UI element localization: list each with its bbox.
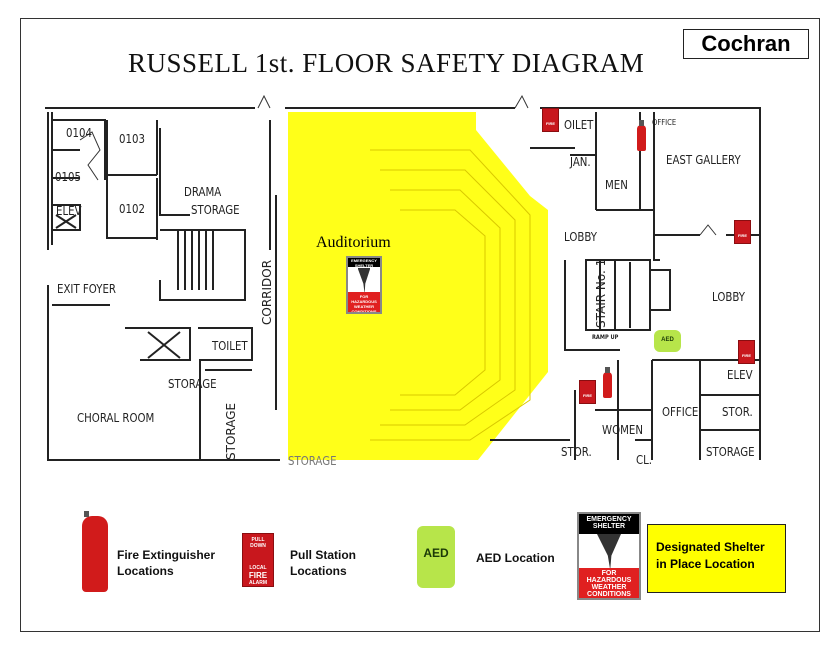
room-label-0104: 0104 [66, 126, 92, 140]
room-label-janitor: JAN. [570, 155, 591, 169]
room-label-toilet: TOILET [212, 339, 248, 353]
fire-extinguisher-icon [637, 120, 646, 151]
legend-aed-icon: AED [417, 526, 455, 588]
room-label-0103: 0103 [119, 132, 145, 146]
walls [45, 107, 761, 461]
room-label-office: OFFICE [662, 405, 699, 419]
room-label-lobby-east: LOBBY [712, 290, 746, 304]
room-label-exit-foyer: EXIT FOYER [57, 282, 117, 296]
room-label-drama: DRAMA [184, 185, 222, 199]
room-label-men: MEN [605, 178, 628, 192]
legend-shelter-sign-icon: EMERGENCY SHELTER FOR HAZARDOUS WEATHER … [577, 512, 641, 600]
shelter-area [288, 112, 548, 460]
room-label-storage-auditorium: STORAGE [288, 454, 337, 468]
room-label-women: WOMEN [602, 423, 643, 437]
aed-icon: AED [654, 330, 681, 352]
room-label-east-gallery: EAST GALLERY [666, 153, 741, 167]
auditorium-seating [370, 149, 531, 441]
room-label-0105: 0105 [55, 170, 81, 184]
room-label-ramp-up: RAMP UP [592, 334, 619, 341]
pull-station-icon: FIRE [738, 340, 755, 364]
legend-pull-station-icon: PULL DOWN LOCAL FIRE ALARM [242, 533, 274, 587]
page-frame [20, 18, 820, 632]
room-label-stor-east: STOR. [722, 405, 753, 419]
room-label-office-north: OFFICE [652, 118, 677, 127]
legend-extinguisher-label: Fire Extinguisher Locations [117, 548, 216, 578]
pull-station-local-text: LOCAL [249, 565, 267, 571]
auditorium-label: Auditorium [316, 234, 391, 251]
room-label-stair-1: STAIR No. 1 [594, 258, 608, 328]
room-label-corridor: CORRIDOR [260, 259, 274, 325]
room-label-storage-vertical: STORAGE [224, 402, 238, 460]
pull-station-icon: FIRE [579, 380, 596, 404]
room-label-elevator-east: ELEV [727, 368, 753, 382]
room-label-toilet-east: OILET [564, 118, 594, 132]
pull-station-top-text: PULL DOWN [250, 537, 266, 549]
room-label-storage: STORAGE [168, 377, 217, 391]
room-label-elevator: ELEV [56, 204, 82, 218]
building-name-badge: Cochran [683, 29, 809, 59]
pull-station-icon: FIRE [734, 220, 751, 244]
room-label-0102: 0102 [119, 202, 145, 216]
room-label-storage-east: STORAGE [706, 445, 755, 459]
diagram-title: RUSSELL 1st. FLOOR SAFETY DIAGRAM [128, 48, 645, 78]
legend-fire-extinguisher-icon [82, 511, 108, 592]
legend-pull-station-label: Pull Station Locations [290, 548, 356, 578]
legend-aed-label: AED Location [476, 551, 555, 565]
pull-station-fire-text: FIRE [248, 571, 268, 580]
room-label-choral-room: CHORAL ROOM [77, 411, 155, 425]
room-label-closet: CL. [636, 453, 653, 467]
room-label-stor: STOR. [561, 445, 592, 459]
fire-extinguisher-icon [603, 367, 612, 398]
pull-station-icon: FIRE [542, 108, 559, 132]
legend-shelter-label: Designated Shelter in Place Location [647, 524, 786, 593]
room-label-lobby: LOBBY [564, 230, 598, 244]
doors [79, 94, 717, 236]
pull-station-alarm-text: ALARM [248, 580, 268, 586]
shelter-sign-icon: EMERGENCY SHELTER FOR HAZARDOUS WEATHER … [346, 256, 382, 314]
room-label-drama-storage: STORAGE [191, 203, 240, 217]
